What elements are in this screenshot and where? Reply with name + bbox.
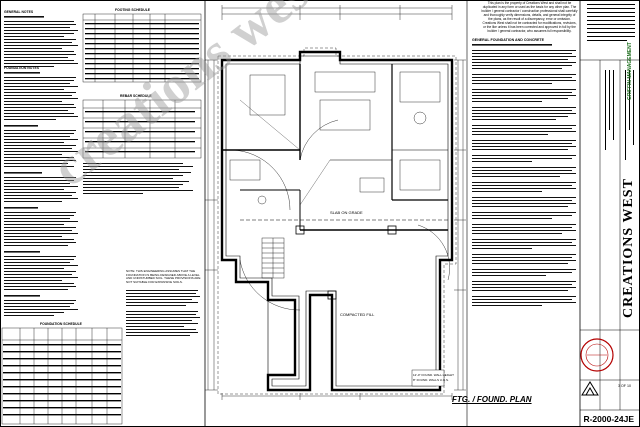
foundation-schedule-rows [3, 344, 121, 416]
sheet-id: R-2000-24JE [583, 414, 634, 424]
foundation-schedule-table [1, 327, 123, 425]
title-block-details [587, 4, 635, 160]
footing-schedule-title: FOOTING SCHEDULE [115, 8, 151, 12]
stair [261, 237, 285, 279]
right-notes-text [472, 44, 576, 306]
foundation-plan [205, 5, 466, 400]
compacted-fill-label: COMPACTED FILL [340, 312, 375, 317]
foundation-schedule-title: FOUNDATION SCHEDULE [40, 322, 82, 326]
engineer-note: NOTE: THIS ENGINEERING ASSUMES THAT THE … [126, 270, 201, 284]
right-notes-heading: GENERAL FOUNDATION AND CONCRETE [472, 38, 545, 42]
sheet-number: 3 OF 10 [618, 384, 631, 388]
rebar-schedule-text [85, 111, 195, 153]
copyright-notice: This plan is the property of Creations W… [481, 1, 578, 33]
footing-schedule-rows [85, 23, 199, 80]
sheet-title: FTG. / FOUND. PLAN [452, 395, 532, 404]
engineer-seal [580, 338, 614, 372]
left-notes-text [4, 16, 200, 336]
wall-height-note: 12'-0" FOUND. WALL HEIGHT [413, 373, 454, 377]
company-name: CREATIONS WEST [621, 178, 636, 318]
slab-on-grade-label: SLAB ON GRADE [330, 210, 363, 215]
rebar-schedule-title: REBAR SCHEDULE [120, 94, 152, 98]
left-notes-heading: GENERAL NOTES [4, 10, 34, 14]
wall-thickness-note: 8" FOUND. WALLS U.O.S. [413, 378, 449, 382]
project-name: GRIFFIN MANAGEMENT [627, 42, 633, 100]
company-logo [581, 381, 599, 396]
left-notes-heading-2: FOUNDATION NOTES [4, 66, 39, 70]
rebar-schedule-table [82, 99, 202, 159]
